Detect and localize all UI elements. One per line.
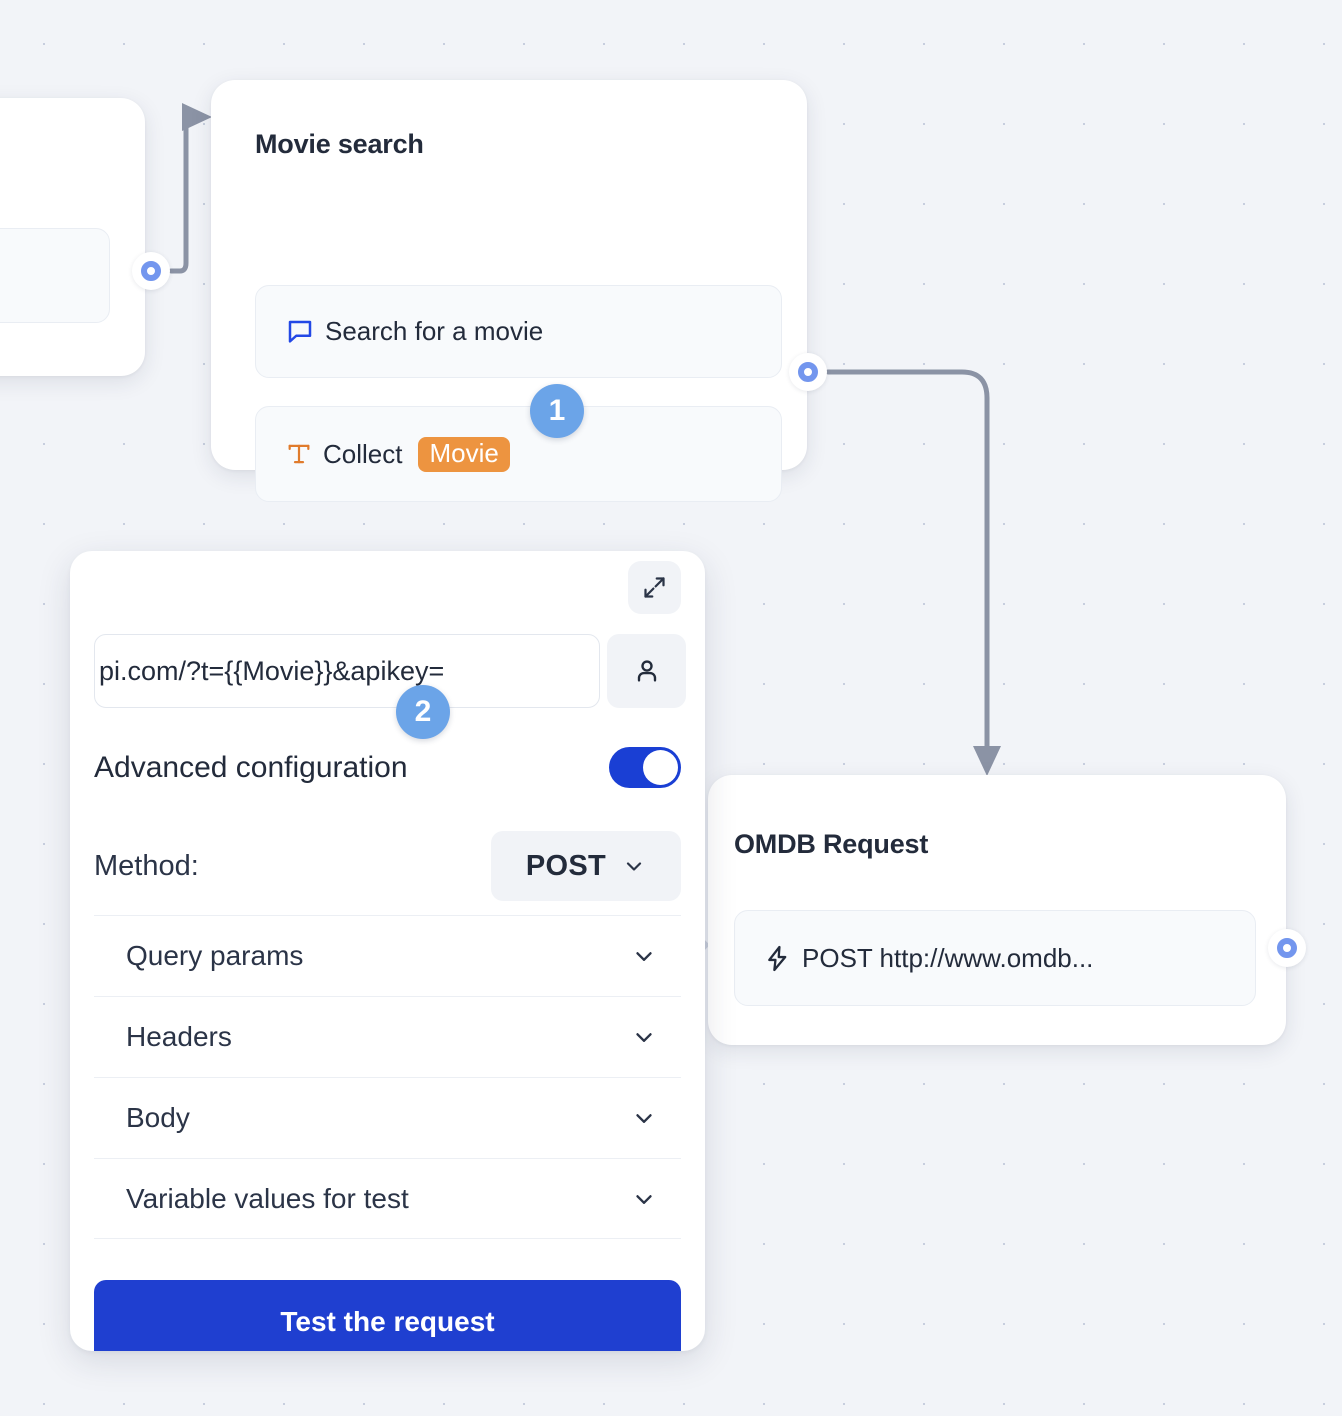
variable-chip-movie[interactable]: Movie bbox=[418, 436, 510, 472]
movie-search-node[interactable]: Movie search Search for a movie bbox=[211, 80, 807, 502]
section-body[interactable]: Body bbox=[94, 1077, 681, 1158]
port-omdb-output[interactable] bbox=[1268, 929, 1306, 967]
person-icon[interactable] bbox=[607, 634, 686, 708]
omdb-request-row-post[interactable]: POST http://www.omdb... bbox=[734, 910, 1256, 1006]
advanced-configuration-row: Advanced configuration bbox=[94, 747, 681, 788]
movie-search-title: Movie search bbox=[255, 129, 424, 159]
method-value: POST bbox=[525, 849, 607, 882]
step-badge-1: 1 bbox=[530, 384, 584, 438]
step-badge-2: 2 bbox=[396, 685, 450, 739]
request-url-input[interactable] bbox=[94, 634, 600, 708]
request-config-panel[interactable]: Advanced configuration Method: POST Quer… bbox=[70, 551, 705, 1351]
chevron-down-icon bbox=[622, 854, 646, 878]
section-query-params-label: Query params bbox=[126, 940, 304, 971]
method-label: Method: bbox=[94, 849, 199, 882]
omdb-request-node[interactable]: OMDB Request POST http://www.omdb... bbox=[708, 775, 1286, 1045]
port-movie-search-output[interactable] bbox=[789, 353, 827, 391]
movie-search-row-search[interactable]: Search for a movie bbox=[255, 285, 782, 378]
movie-search-row-collect-label-wrap: Collect Movie bbox=[285, 436, 510, 472]
edge-movie-search-to-omdb bbox=[825, 369, 1002, 776]
section-variable-values-for-test-label: Variable values for test bbox=[126, 1182, 409, 1214]
advanced-configuration-label: Advanced configuration bbox=[94, 750, 408, 784]
section-headers-label: Headers bbox=[126, 1021, 232, 1052]
expand-diagonal-icon[interactable] bbox=[628, 561, 681, 614]
section-query-params[interactable]: Query params bbox=[94, 915, 681, 996]
lightning-bolt-icon bbox=[763, 944, 792, 973]
advanced-configuration-toggle[interactable] bbox=[609, 747, 681, 788]
text-t-icon bbox=[285, 440, 313, 468]
movie-search-row-collect-label: Collect bbox=[323, 438, 403, 469]
omdb-request-row-post-label-wrap: POST http://www.omdb... bbox=[763, 943, 1093, 974]
edge-trigger-to-movie-search bbox=[168, 102, 212, 274]
omdb-request-row-post-label: POST http://www.omdb... bbox=[802, 942, 1094, 973]
section-headers[interactable]: Headers bbox=[94, 996, 681, 1077]
chevron-down-icon[interactable] bbox=[631, 1186, 673, 1212]
omdb-request-title: OMDB Request bbox=[734, 829, 929, 859]
method-select[interactable]: POST bbox=[491, 831, 681, 901]
movie-search-row-collect[interactable]: Collect Movie bbox=[255, 406, 782, 502]
config-sections: Query params Headers Body bbox=[94, 915, 681, 1239]
section-variable-values-for-test[interactable]: Variable values for test bbox=[94, 1158, 681, 1239]
movie-search-row-search-label-wrap: Search for a movie bbox=[285, 316, 543, 347]
test-the-request-button[interactable]: Test the request bbox=[94, 1280, 681, 1351]
method-row: Method: POST bbox=[94, 831, 681, 901]
toggle-knob bbox=[643, 750, 678, 785]
movie-search-row-search-label: Search for a movie bbox=[325, 316, 544, 346]
chevron-down-icon[interactable] bbox=[631, 1024, 673, 1050]
trigger-node-row[interactable] bbox=[0, 228, 110, 323]
url-row bbox=[94, 634, 686, 708]
port-trigger-output[interactable] bbox=[132, 252, 170, 290]
message-bubble-icon bbox=[285, 317, 315, 347]
chevron-down-icon[interactable] bbox=[631, 943, 673, 969]
trigger-node[interactable] bbox=[0, 98, 145, 376]
section-body-label: Body bbox=[126, 1102, 190, 1133]
chevron-down-icon[interactable] bbox=[631, 1105, 673, 1131]
